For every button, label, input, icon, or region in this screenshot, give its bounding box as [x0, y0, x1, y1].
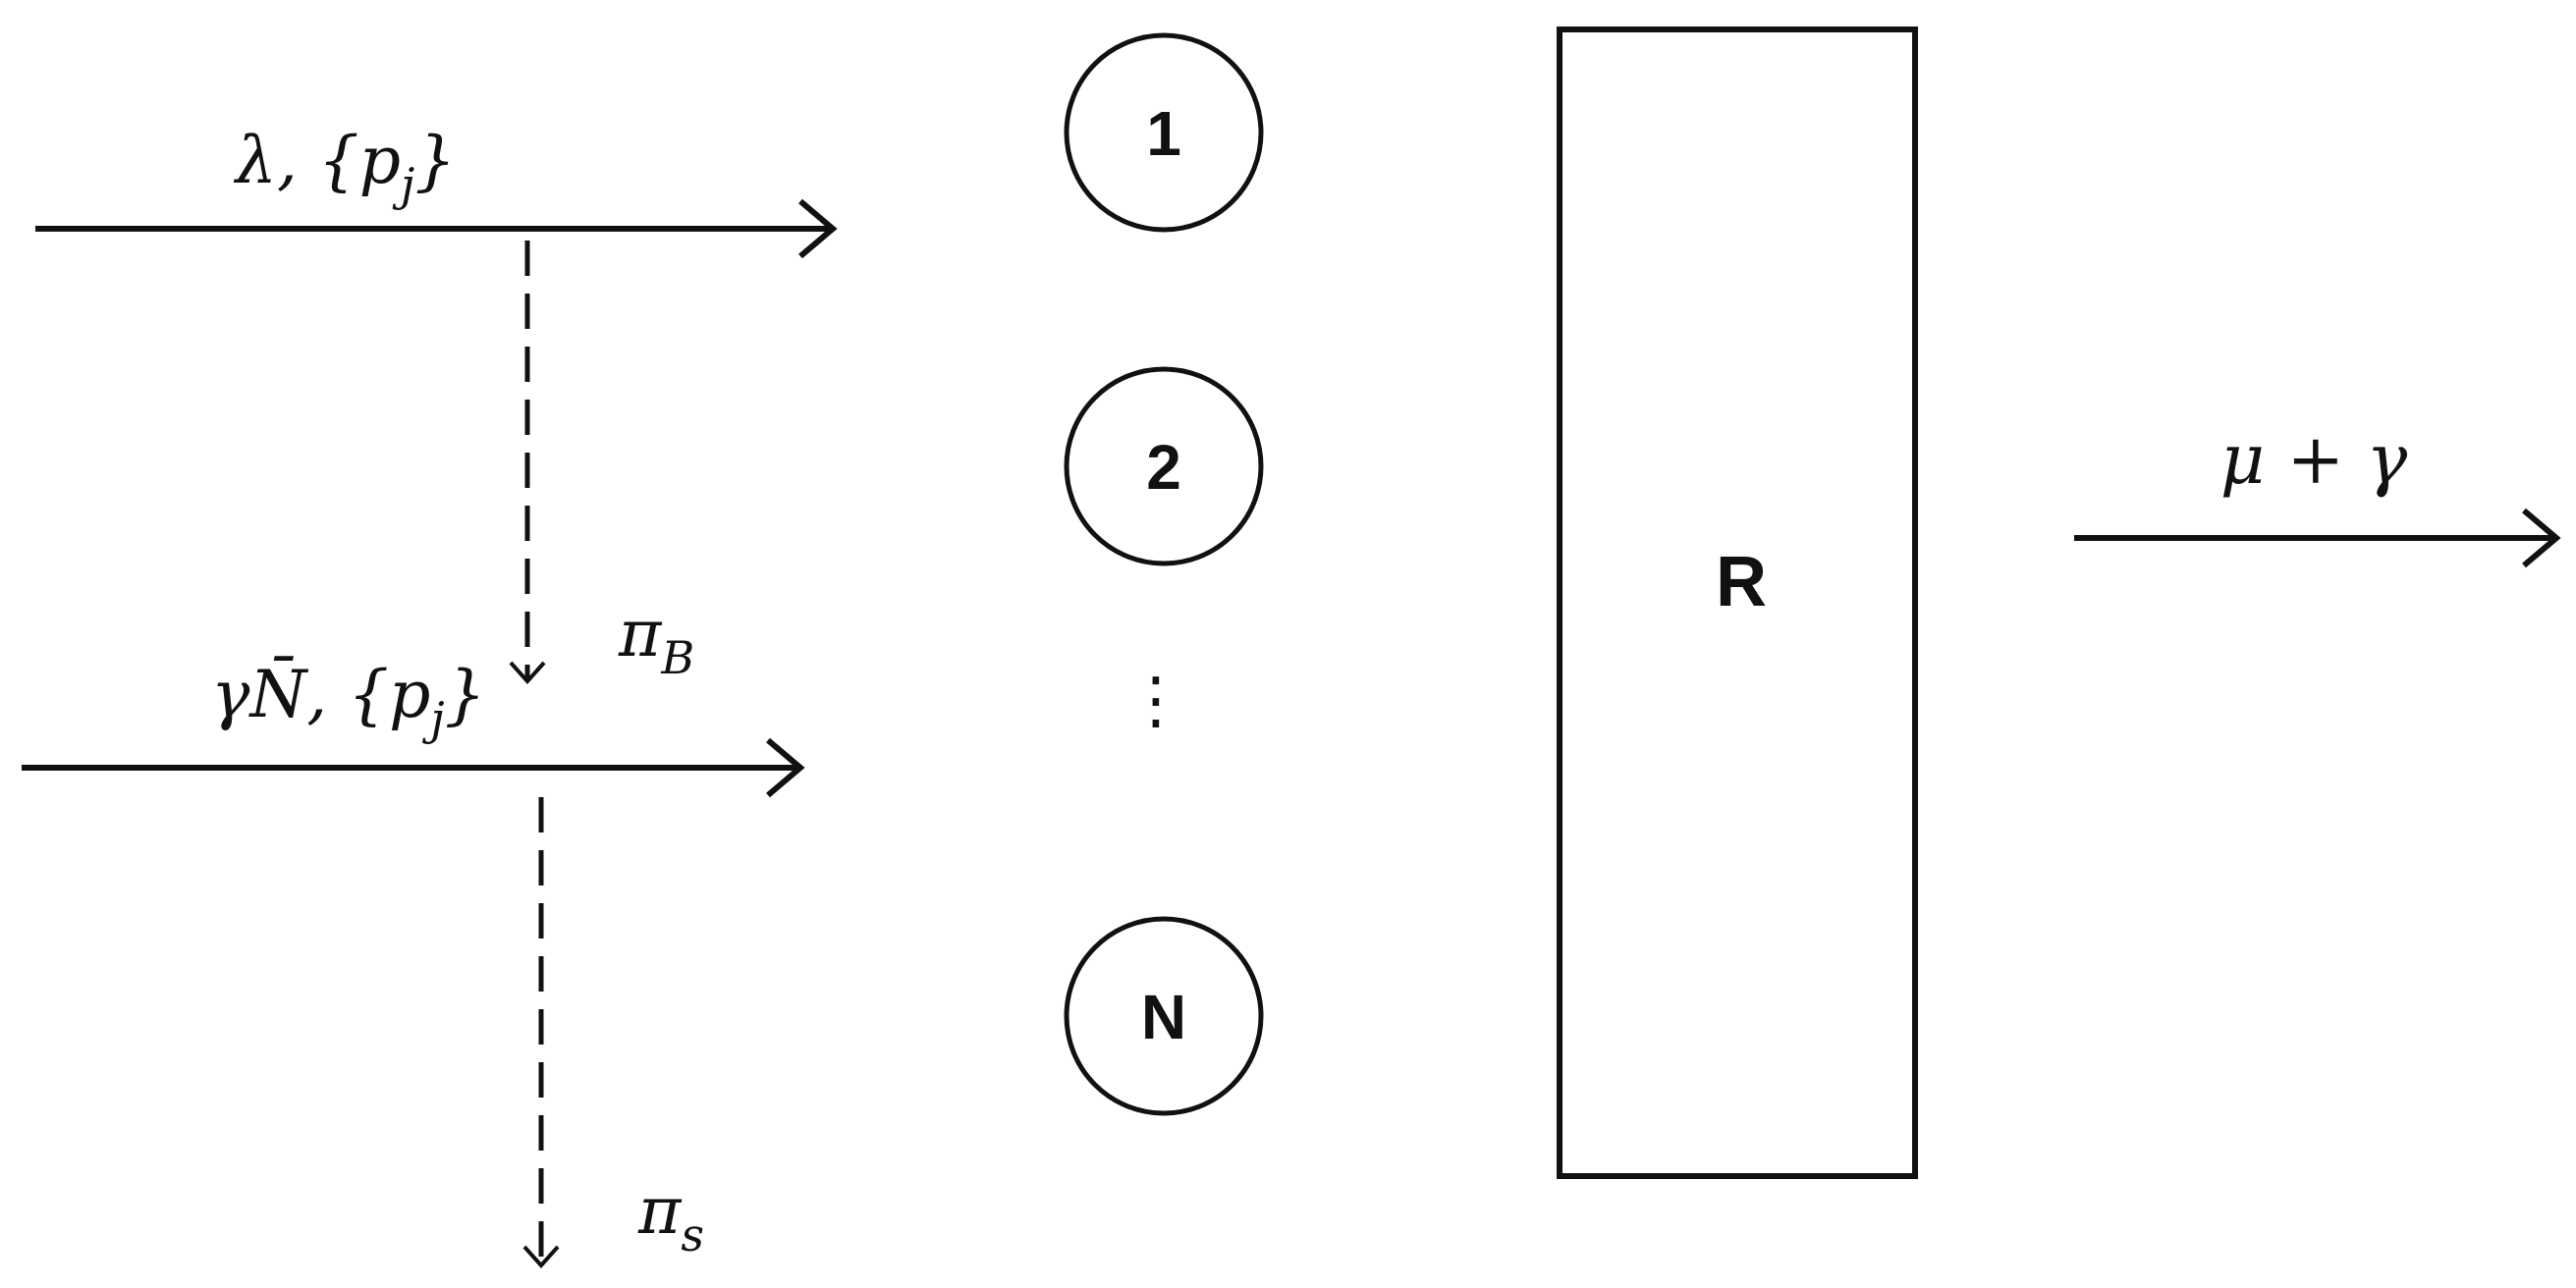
server-node-2-label: 2 — [1146, 432, 1181, 503]
output-label: μ + γ — [2220, 419, 2408, 500]
arrival-label: λ, {pj} — [233, 123, 456, 211]
blocking-dashed-arrow — [509, 241, 546, 684]
arrival-label-close: } — [414, 123, 456, 198]
return-label-close: } — [445, 657, 486, 732]
pi-s-sub: s — [681, 1208, 704, 1261]
return-label: γN̄, {pj} — [211, 657, 486, 745]
pi-b-sub: B — [660, 631, 694, 684]
return-label-main: γN̄, {p — [211, 657, 430, 732]
service-dashed-arrow — [522, 797, 560, 1268]
server-node-1-label: 1 — [1146, 98, 1181, 169]
server-node-1: 1 — [1064, 32, 1264, 233]
pi-b-symbol: π — [618, 596, 663, 671]
server-node-n: N — [1064, 916, 1264, 1116]
pi-s-label: πs — [637, 1173, 704, 1261]
server-ellipsis: ⋮ — [1124, 665, 1187, 735]
output-arrow — [2074, 508, 2561, 568]
r-box-label: R — [1716, 543, 1767, 621]
arrival-arrow — [35, 198, 838, 259]
pi-b-label: πB — [618, 596, 694, 684]
r-box: R — [1557, 27, 1918, 1179]
pi-s-symbol: π — [637, 1173, 683, 1249]
server-node-2: 2 — [1064, 366, 1264, 566]
arrival-label-main: λ, {p — [233, 123, 401, 198]
server-node-n-label: N — [1141, 982, 1186, 1052]
return-arrow — [22, 737, 805, 798]
